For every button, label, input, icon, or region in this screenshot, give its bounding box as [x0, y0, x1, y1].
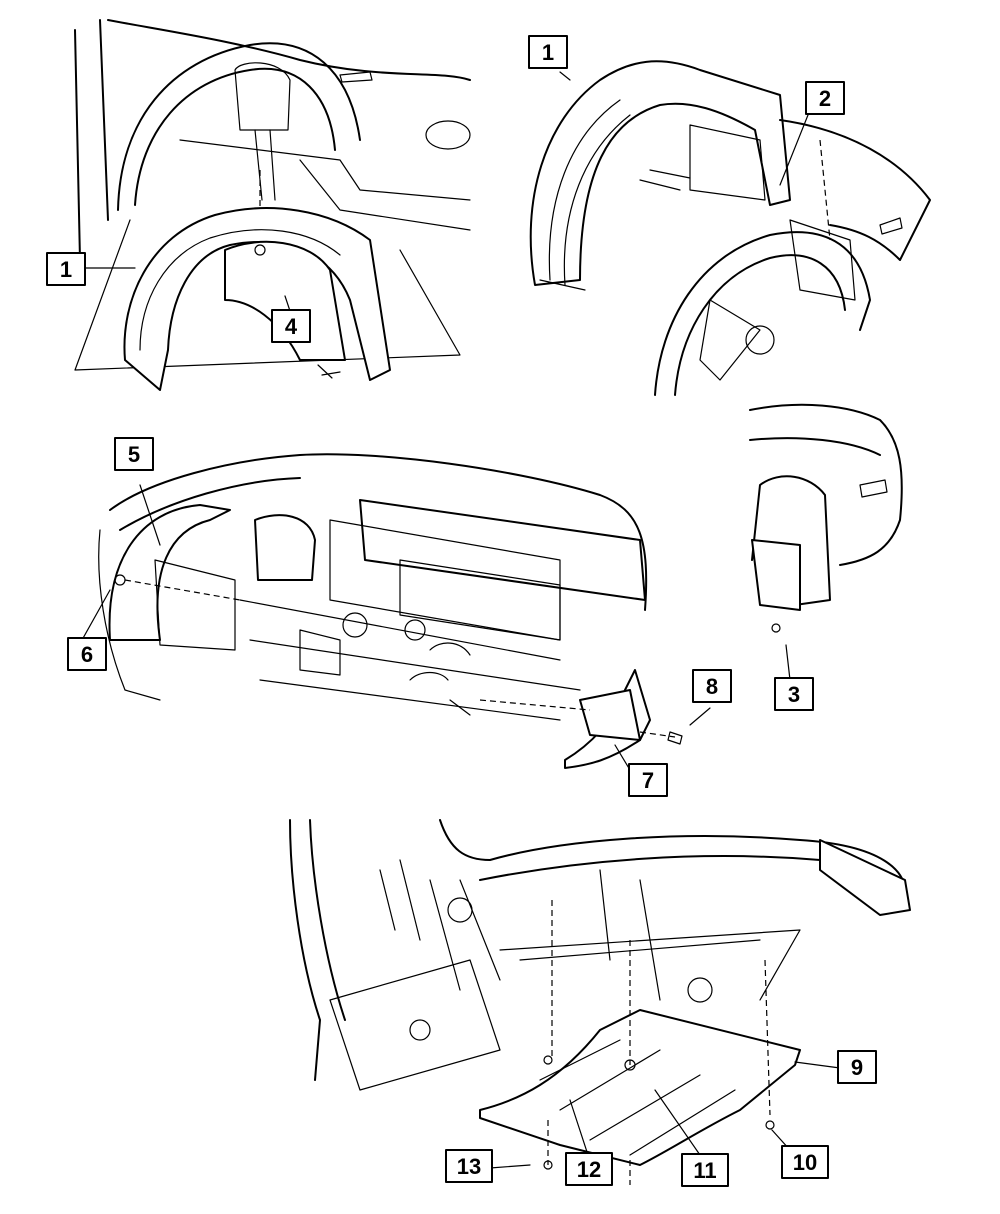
callout-label: 11 — [693, 1158, 716, 1183]
callout-label: 7 — [642, 768, 654, 793]
callout-label: 6 — [81, 642, 93, 667]
callout-box-12: 12 — [565, 1152, 613, 1186]
callout-box-11: 11 — [681, 1153, 729, 1187]
callout-label: 8 — [706, 674, 718, 699]
view-rear-liner-detail — [749, 403, 903, 633]
callout-box-3: 3 — [774, 677, 814, 711]
callout-box-8: 8 — [692, 669, 732, 703]
callout-label: 3 — [788, 682, 800, 707]
view-front-wheelhouse — [74, 19, 471, 391]
callout-label: 1 — [60, 257, 72, 282]
callout-label: 1 — [542, 40, 554, 65]
view-front-end — [98, 453, 683, 769]
callout-box-6: 6 — [67, 637, 107, 671]
callout-box-5: 5 — [114, 437, 154, 471]
callout-label: 5 — [128, 442, 140, 467]
callout-box-13: 13 — [445, 1149, 493, 1183]
callout-label: 10 — [793, 1150, 817, 1175]
callout-box-4: 4 — [271, 309, 311, 343]
callout-label: 2 — [819, 86, 831, 111]
callout-label: 4 — [285, 314, 298, 339]
callout-label: 12 — [577, 1157, 601, 1182]
view-rear-wheelhouse — [529, 60, 931, 396]
callout-box-1b: 1 — [528, 35, 568, 69]
callout-box-9: 9 — [837, 1050, 877, 1084]
callout-label: 9 — [851, 1055, 863, 1080]
callout-box-2: 2 — [805, 81, 845, 115]
callout-label: 13 — [457, 1154, 481, 1179]
view-underbody — [289, 819, 911, 1185]
callout-box-1a: 1 — [46, 252, 86, 286]
callout-box-10: 10 — [781, 1145, 829, 1179]
callout-box-7: 7 — [628, 763, 668, 797]
